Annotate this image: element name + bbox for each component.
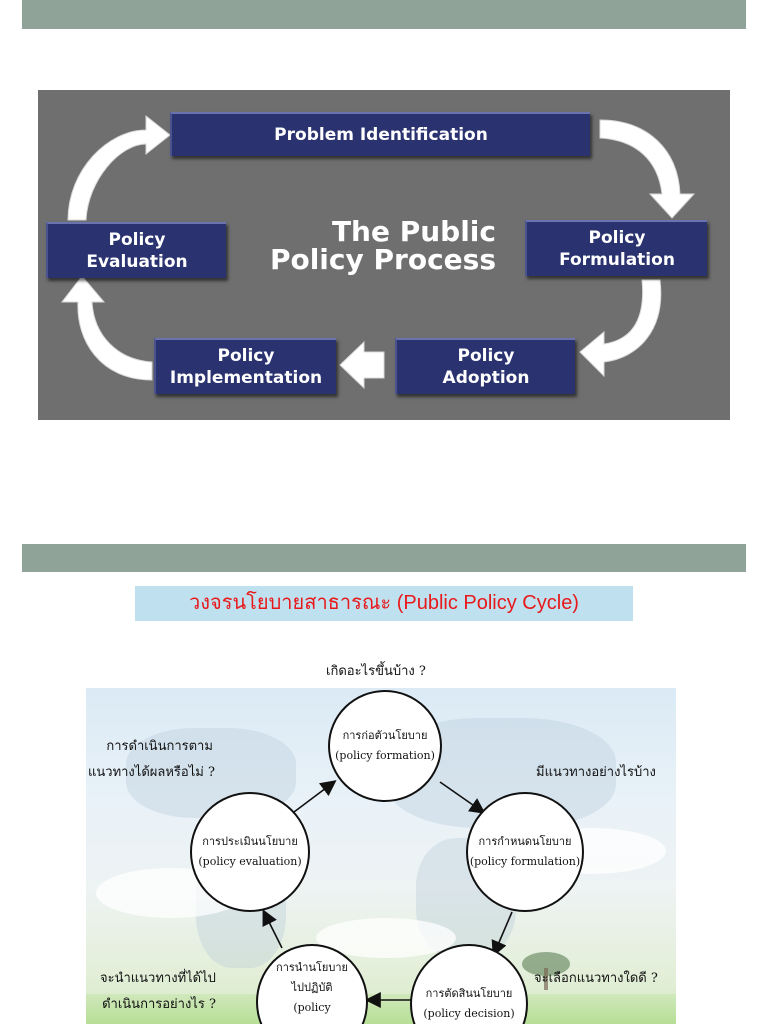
question-top: เกิดอะไรขึ้นบ้าง ? [326, 664, 426, 679]
header-bar-middle [22, 544, 746, 572]
question-left-upper-line2: แนวทางได้ผลหรือไม่ ? [88, 765, 215, 780]
policy-formulation-line2: Formulation [559, 250, 675, 270]
arrow-implementation-to-evaluation [262, 909, 283, 949]
policy-evaluation-box: Policy Evaluation [46, 222, 226, 278]
center-title-line1: The Public [331, 215, 496, 248]
problem-identification-box: Problem Identification [170, 112, 590, 156]
question-left-lower: จะนำแนวทางที่ได้ไป ดำเนินการอย่างไร ? [100, 966, 216, 1018]
node-formulation-thai: การกำหนดนโยบาย [478, 835, 572, 848]
policy-cycle-title: วงจรนโยบายสาธารณะ (Public Policy Cycle) [135, 586, 633, 621]
node-implementation-thai-line1: การนำนโยบาย [276, 961, 348, 974]
question-left-lower-line1: จะนำแนวทางที่ได้ไป [100, 971, 216, 986]
center-title: The Public Policy Process [234, 218, 496, 274]
policy-implementation-box: Policy Implementation [154, 338, 336, 394]
policy-formulation-box: Policy Formulation [525, 220, 707, 276]
cycle-arrows [60, 114, 696, 390]
node-decision-thai: การตัดสินนโยบาย [425, 987, 513, 1000]
node-formulation-english: (policy formulation) [469, 855, 581, 868]
node-formation-thai: การก่อตัวนโยบาย [342, 729, 428, 742]
question-left-lower-line2: ดำเนินการอย่างไร ? [102, 997, 216, 1012]
node-formation-english: (policy formation) [335, 749, 435, 762]
arrow-evaluation-to-formation [293, 780, 337, 813]
arrow-identification-to-formulation [599, 119, 696, 219]
question-right-lower: จะเลือกแนวทางใดดี ? [534, 971, 658, 986]
policy-formulation-line1: Policy [588, 228, 646, 248]
center-title-line2: Policy Process [269, 243, 496, 276]
arrow-formulation-to-decision [491, 911, 513, 957]
question-right-upper: มีแนวทางอย่างไรบ้าง [536, 765, 656, 780]
arrow-formation-to-formulation [439, 781, 486, 814]
node-policy-evaluation: การประเมินนโยบาย (policy evaluation) [190, 792, 310, 912]
question-left-upper-line1: การดำเนินการตาม [106, 739, 213, 754]
node-policy-formation: การก่อตัวนโยบาย (policy formation) [328, 690, 442, 802]
grass-strip [86, 994, 676, 1024]
policy-process-diagram: Problem Identification Policy Formulatio… [38, 90, 730, 420]
cycle-arrows-svg [262, 780, 513, 1008]
policy-adoption-box: Policy Adoption [395, 338, 575, 394]
arrow-evaluation-to-identification [67, 114, 171, 221]
node-evaluation-english: (policy evaluation) [198, 855, 302, 868]
arrow-implementation-to-evaluation [60, 275, 153, 381]
header-bar-top [22, 0, 746, 29]
policy-adoption-line2: Adoption [442, 368, 530, 388]
node-decision-english: (policy decision) [423, 1007, 515, 1020]
node-policy-formulation: การกำหนดนโยบาย (policy formulation) [466, 792, 584, 912]
node-implementation-thai-line2: ไปปฏิบัติ [291, 981, 333, 994]
policy-evaluation-line1: Policy [108, 230, 166, 250]
question-left-upper: การดำเนินการตาม แนวทางได้ผลหรือไม่ ? [88, 734, 215, 786]
node-evaluation-thai: การประเมินนโยบาย [202, 835, 298, 848]
policy-implementation-line2: Implementation [169, 368, 323, 388]
policy-implementation-line1: Policy [217, 346, 275, 366]
arrow-formulation-to-adoption [579, 279, 662, 378]
problem-identification-label: Problem Identification [274, 125, 488, 145]
policy-evaluation-line2: Evaluation [86, 252, 188, 272]
tree-icon [522, 952, 570, 990]
node-implementation-english: (policy [293, 1001, 331, 1014]
arrow-adoption-to-implementation [339, 340, 385, 390]
policy-adoption-line1: Policy [457, 346, 515, 366]
